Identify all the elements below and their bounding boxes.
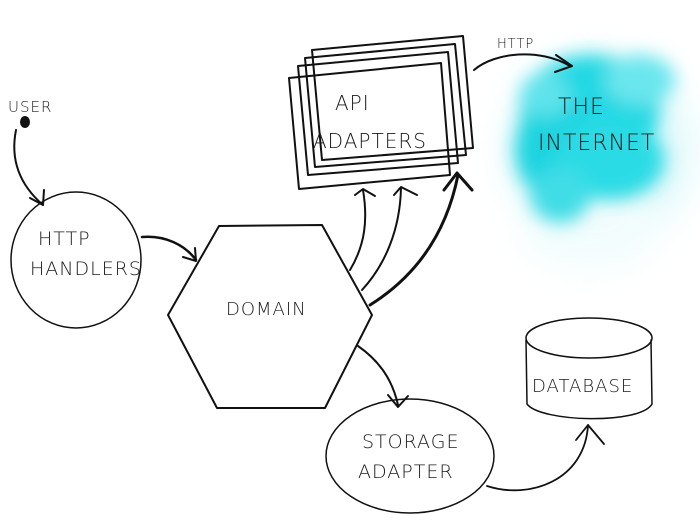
http-handlers-label-line1: HTTP: [38, 228, 91, 250]
user-label: USER: [8, 98, 52, 116]
domain-node: DOMAIN: [167, 224, 373, 409]
user-dot: [20, 116, 30, 128]
arrowhead-1: [354, 188, 376, 197]
edges-domain-to-api-adapters: [349, 171, 474, 307]
edge-storage-adapter-to-database: [486, 424, 605, 492]
edge-user-to-http-handlers: [13, 129, 45, 206]
api-adapters-node: API ADAPTERS: [288, 35, 474, 190]
api-adapters-label-line2: ADAPTERS: [313, 129, 427, 153]
http-handlers-label-line2: HANDLERS: [30, 258, 142, 280]
http-edge-label: HTTP: [497, 37, 534, 52]
edge-domain-to-api-3: [368, 173, 460, 307]
http-handlers-node: HTTP HANDLERS: [10, 191, 142, 329]
domain-label: DOMAIN: [226, 299, 307, 320]
arrowhead-2: [393, 186, 418, 196]
user-node: USER: [8, 98, 52, 128]
edge-api-adapters-to-internet: HTTP: [473, 37, 573, 73]
storage-adapter-label-line2: ADAPTER: [358, 461, 454, 483]
api-adapters-label-line1: API: [335, 91, 370, 115]
edge-domain-to-api-1: [349, 189, 367, 271]
edge-domain-to-api-2: [361, 187, 402, 291]
internet-cloud: THE INTERNET: [505, 55, 695, 270]
database-label: DATABASE: [532, 376, 633, 397]
storage-adapter-label-line1: STORAGE: [362, 431, 459, 453]
database-node: DATABASE: [525, 317, 653, 420]
internet-label-line2: INTERNET: [538, 131, 655, 156]
edge-http-handlers-to-domain: [140, 235, 198, 262]
storage-adapter-node: STORAGE ADAPTER: [325, 398, 495, 514]
edge-domain-to-storage-adapter: [357, 345, 409, 408]
internet-label-line1: THE: [558, 95, 605, 120]
arrowhead-3: [442, 171, 474, 192]
